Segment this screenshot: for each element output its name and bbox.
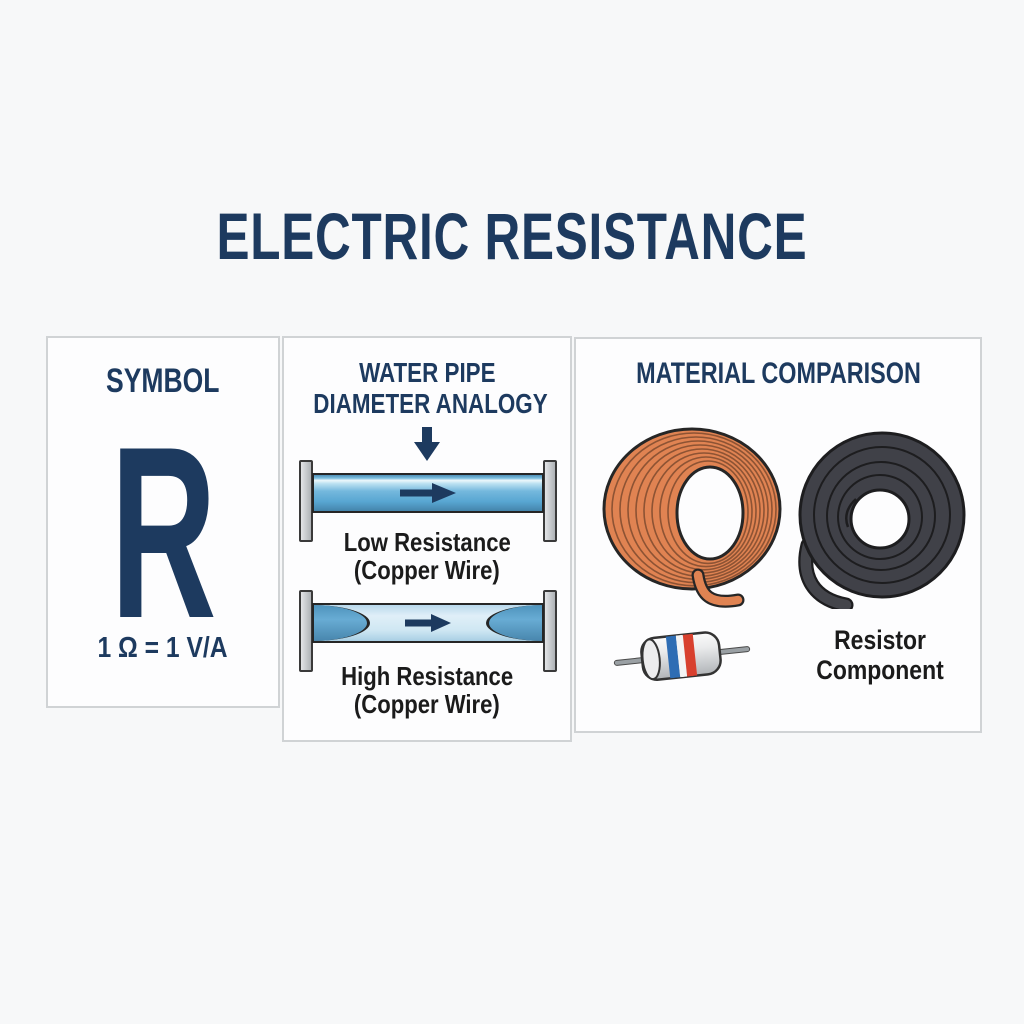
material-comparison-panel: MATERIAL COMPARISON xyxy=(574,337,982,733)
symbol-panel-heading: SYMBOL xyxy=(106,362,220,400)
analogy-panel-heading: WATER PIPE DIAMETER ANALOGY xyxy=(284,357,570,419)
wide-pipe-body xyxy=(312,473,544,513)
resistor-component-label: Resistor Component xyxy=(816,625,944,685)
dark-resistive-coil-icon xyxy=(792,427,968,613)
symbol-panel: SYMBOL R 1 Ω = 1 V/A xyxy=(46,336,280,708)
resistor-component-icon xyxy=(612,625,752,687)
high-resistance-label: High Resistance (Copper Wire) xyxy=(341,661,513,719)
down-arrow-icon xyxy=(414,427,440,461)
low-resistance-label: Low Resistance (Copper Wire) xyxy=(343,527,511,585)
resistance-symbol-letter: R xyxy=(109,395,217,669)
water-pipe-analogy-panel: WATER PIPE DIAMETER ANALOGY Low Resistan… xyxy=(282,336,572,742)
analogy-heading-line2: DIAMETER ANALOGY xyxy=(313,388,548,419)
pipe-bulge xyxy=(486,605,542,641)
page-title: ELECTRIC RESISTANCE xyxy=(0,198,1024,274)
wide-pipe-illustration xyxy=(299,460,557,542)
flow-arrow-icon xyxy=(405,613,451,633)
page-title-text: ELECTRIC RESISTANCE xyxy=(216,199,808,273)
narrow-pipe-body xyxy=(312,603,544,643)
materials-panel-heading: MATERIAL COMPARISON xyxy=(635,357,921,390)
copper-wire-coil-icon xyxy=(598,425,790,611)
flow-arrow-icon xyxy=(400,482,456,504)
pipe-bulge xyxy=(314,605,370,641)
ohm-formula: 1 Ω = 1 V/A xyxy=(97,632,229,664)
pipe-end-cap xyxy=(299,590,313,672)
pipe-end-cap xyxy=(543,590,557,672)
pipe-end-cap xyxy=(543,460,557,542)
narrow-pipe-illustration xyxy=(299,590,557,672)
analogy-heading-line1: WATER PIPE xyxy=(358,357,496,388)
